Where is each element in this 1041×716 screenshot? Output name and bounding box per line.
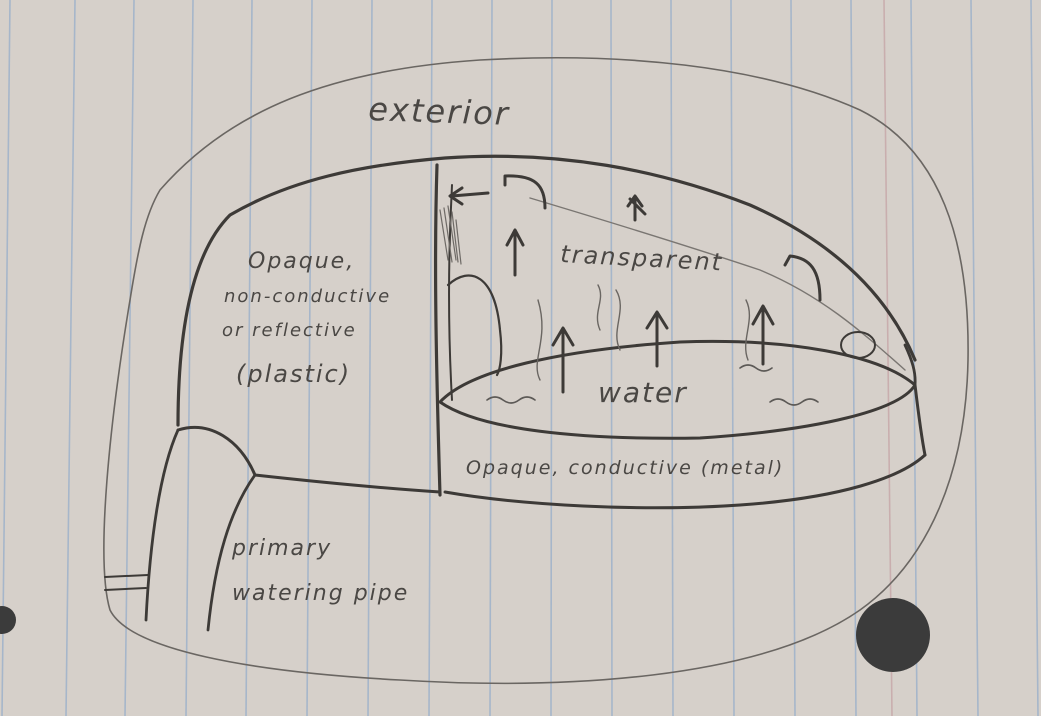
tray-bottom (443, 453, 927, 510)
tray-side-right (913, 383, 927, 457)
dome-outline (176, 154, 917, 427)
water-waves (486, 364, 819, 406)
label-pipe-line1: primary (231, 536, 332, 561)
label-metal: Opaque, conductive (metal) (466, 457, 784, 479)
label-plastic-line4: (plastic) (236, 360, 351, 388)
plastic-base (176, 425, 442, 494)
pipe-outline-inner (206, 473, 257, 632)
label-plastic-line2: non-conductive (224, 286, 391, 307)
heat-arrows (505, 228, 775, 394)
label-plastic-line1: Opaque, (248, 249, 355, 274)
margin-line (883, 0, 893, 716)
evaporation-lines (536, 284, 751, 381)
punch-hole (856, 598, 930, 672)
pipe-stub (104, 574, 149, 591)
label-pipe-line2: watering pipe (232, 581, 409, 606)
circulation-arrows (448, 174, 822, 302)
dome-right-edge (903, 343, 917, 387)
divider-wall (433, 163, 442, 497)
divider-shading (439, 205, 462, 265)
label-exterior: exterior (368, 90, 511, 133)
vent-circle (840, 331, 876, 359)
punch-hole-edge (0, 606, 16, 634)
label-plastic-line3: or reflective (222, 320, 357, 341)
greenhouse-structure (104, 154, 927, 632)
exterior-outline (103, 57, 969, 685)
divider-wall-inner (448, 184, 453, 401)
pipe-outline-outer (144, 428, 180, 622)
inner-arch (446, 274, 503, 377)
label-water: water (598, 376, 688, 409)
